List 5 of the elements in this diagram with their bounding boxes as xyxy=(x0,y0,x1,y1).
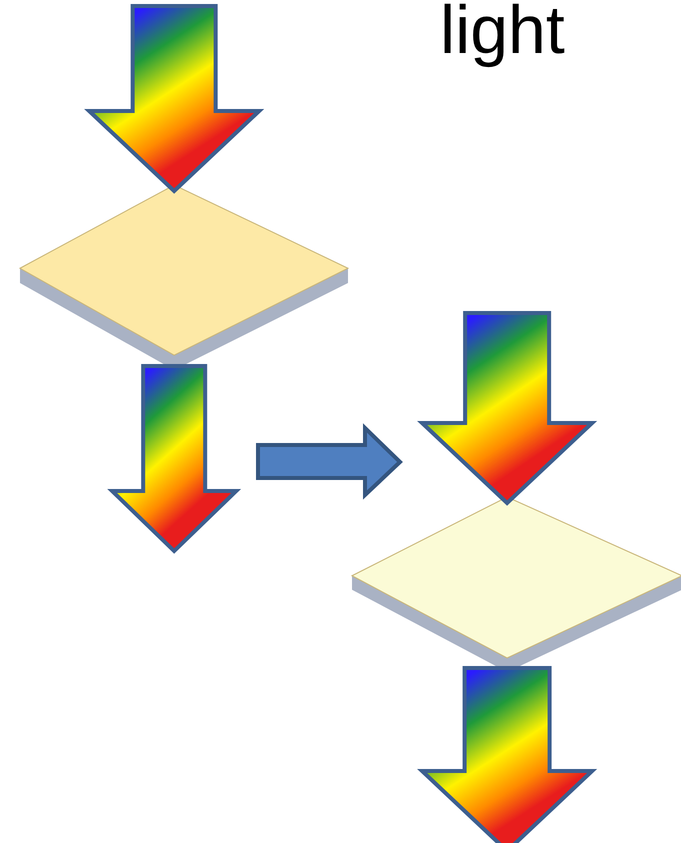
light-beam-arrow xyxy=(417,666,598,843)
light-label: light xyxy=(440,0,565,68)
light-beam-arrow xyxy=(417,311,598,506)
light-beam-arrow xyxy=(84,4,264,194)
light-beam-arrow xyxy=(107,364,242,554)
